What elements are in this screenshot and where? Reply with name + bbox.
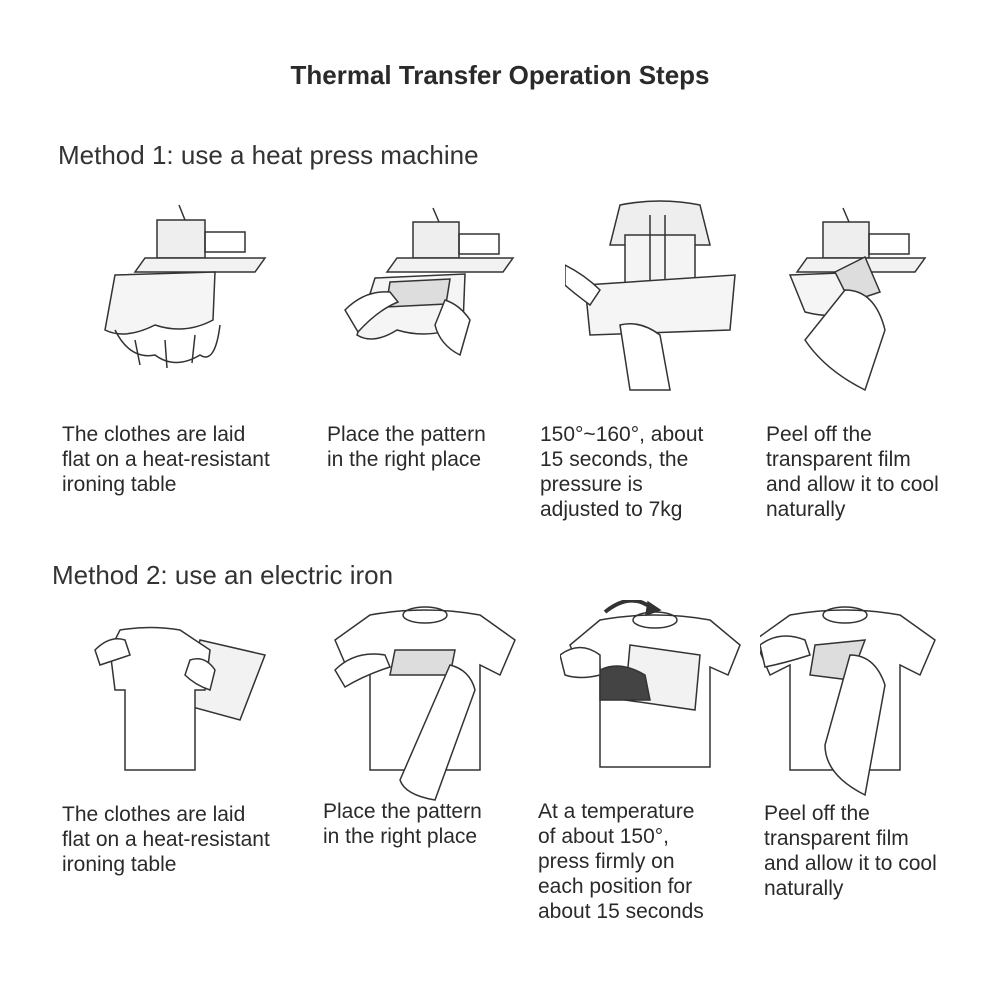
- heat-press-closed-illustration: [564, 195, 755, 395]
- step-8-caption: Peel off the transparent film and allow …: [764, 802, 937, 900]
- place-pattern-tshirt-illustration: [330, 605, 520, 805]
- peel-film-tshirt-illustration: [754, 605, 950, 805]
- step-2-caption: Place the pattern in the right place: [327, 423, 486, 471]
- lay-tshirt-illustration: [90, 615, 280, 815]
- step-7-caption: At a temperature of about 150°, press fi…: [538, 800, 704, 923]
- method-2-heading: Method 2: use an electric iron: [52, 560, 394, 590]
- iron-press-illustration: [559, 598, 750, 800]
- method-1-heading: Method 1: use a heat press machine: [58, 140, 479, 170]
- step-4-caption: Peel off the transparent film and allow …: [766, 423, 939, 521]
- place-pattern-illustration: [335, 200, 525, 400]
- step-6-caption: Place the pattern in the right place: [323, 800, 482, 848]
- page-title: Thermal Transfer Operation Steps: [290, 60, 710, 90]
- step-3-caption: 150°~160°, about 15 seconds, the pressur…: [540, 423, 704, 521]
- step-1-caption: The clothes are laid flat on a heat-resi…: [62, 423, 270, 496]
- peel-film-illustration: [775, 200, 965, 400]
- step-5-caption: The clothes are laid flat on a heat-resi…: [62, 803, 270, 876]
- heat-press-open-illustration: [95, 200, 285, 400]
